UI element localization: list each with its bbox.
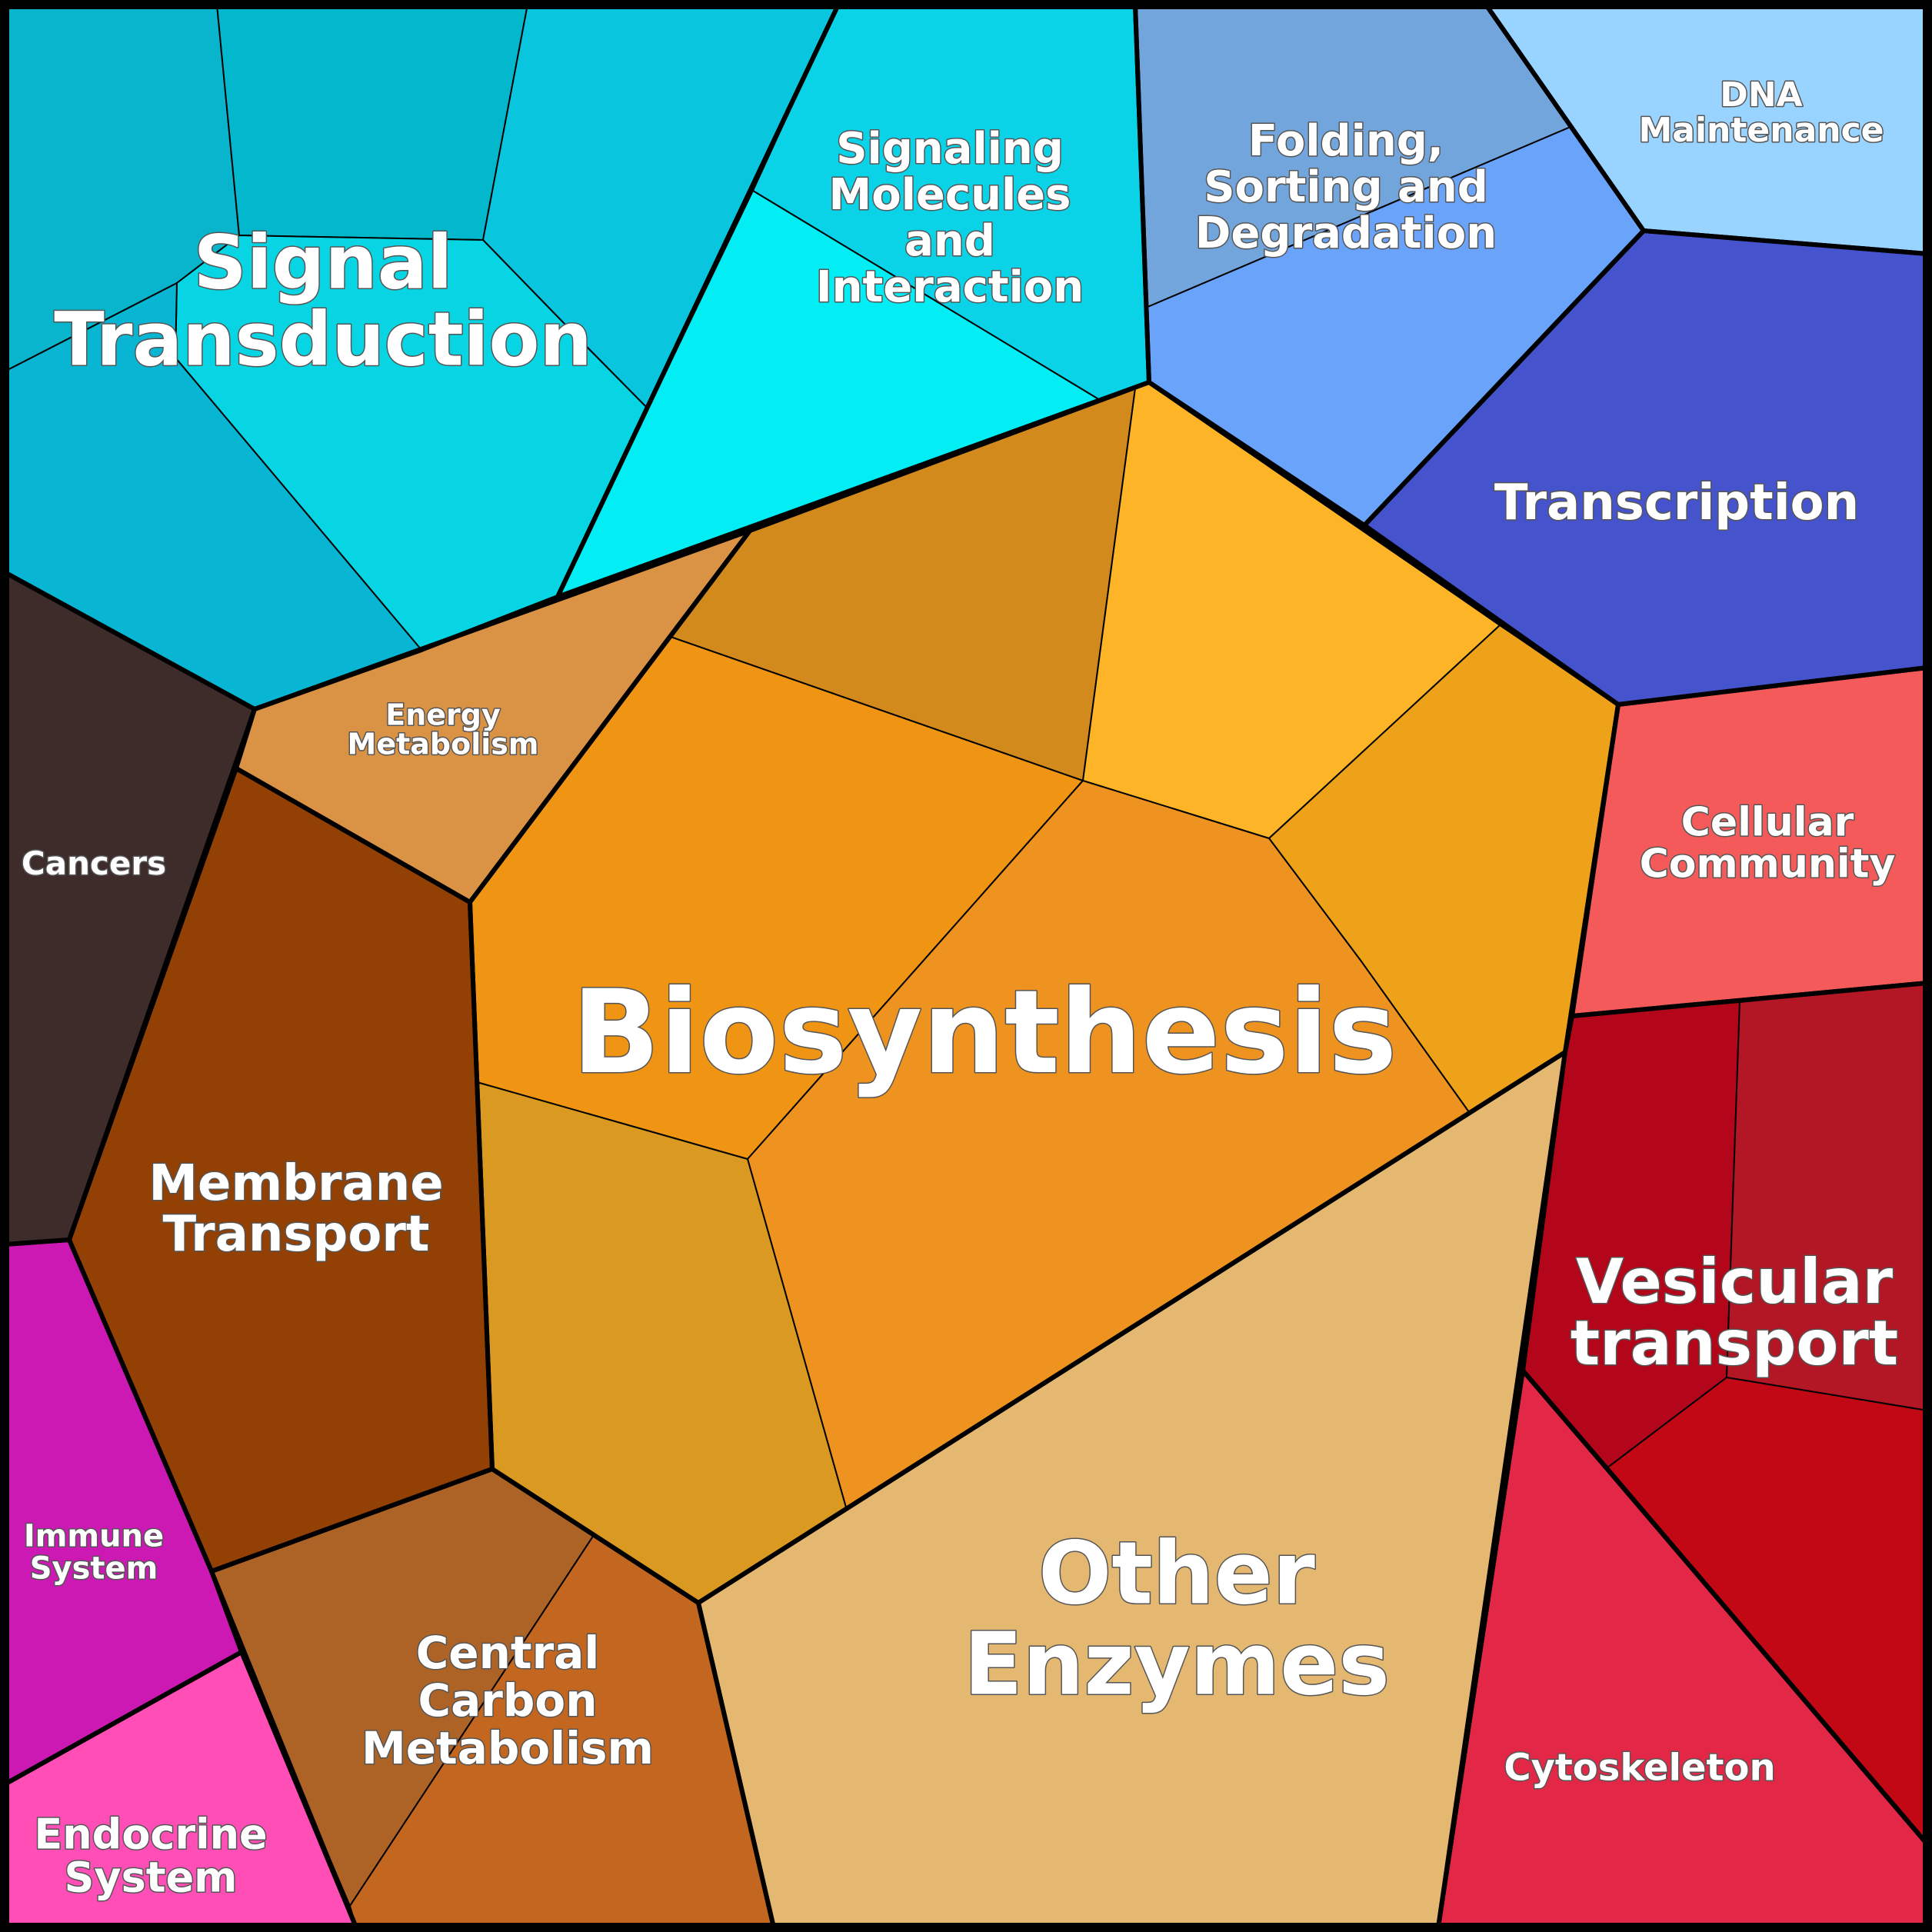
endocrine-system-label-line-1: Endocrine	[34, 1810, 267, 1858]
cancers-label: Cancers	[22, 844, 166, 882]
vesicular-transport-label-line-1: Vesicular	[1576, 1246, 1894, 1317]
signal-transduction-label-line-2: Transduction	[54, 297, 592, 383]
transcription-label-line-1: Transcription	[1494, 475, 1859, 531]
vesicular-transport-label-line-2: transport	[1571, 1307, 1898, 1379]
signaling-molecules-label-line-4: Interaction	[816, 262, 1084, 312]
signaling-molecules-label-line-3: and	[904, 216, 995, 266]
biosynthesis-label-line-1: Biosynthesis	[572, 966, 1397, 1100]
other-enzymes-label-line-2: Enzymes	[964, 1614, 1390, 1714]
cells-layer	[4, 4, 1928, 1928]
cellular-community-label-line-2: Community	[1640, 841, 1896, 888]
central-carbon-label-line-3: Metabolism	[361, 1722, 654, 1774]
cellular-community-label-line-1: Cellular	[1681, 800, 1854, 846]
folding-label-line-1: Folding,	[1248, 116, 1444, 166]
endocrine-system-label-line-2: System	[65, 1853, 238, 1901]
central-carbon-label-line-1: Central	[416, 1627, 600, 1679]
immune-system-label-line-1: Immune	[24, 1518, 164, 1554]
other-enzymes-label-line-1: Other	[1038, 1524, 1315, 1624]
cytoskeleton-label-line-1: Cytoskeleton	[1504, 1746, 1775, 1789]
biosynthesis-label: Biosynthesis	[572, 966, 1397, 1100]
cancers-label-line-1: Cancers	[22, 844, 166, 882]
folding-label-line-3: Degradation	[1195, 208, 1497, 258]
transcription-label: Transcription	[1494, 475, 1859, 531]
membrane-transport-label-line-1: Membrane	[148, 1155, 443, 1212]
immune-system-label-line-2: System	[30, 1551, 158, 1586]
signaling-molecules-label-line-2: Molecules	[829, 170, 1071, 220]
energy-metabolism-label-line-1: Energy	[385, 698, 501, 732]
folding-label-line-2: Sorting and	[1204, 162, 1488, 212]
cytoskeleton-label: Cytoskeleton	[1504, 1746, 1775, 1789]
signaling-molecules-label-line-1: Signaling	[836, 124, 1064, 174]
dna-maintenance-label-line-1: DNA	[1720, 75, 1802, 115]
membrane-transport-label-line-2: Transport	[163, 1206, 430, 1263]
energy-metabolism-label-line-2: Metabolism	[348, 728, 539, 761]
dna-maintenance-label-line-2: Maintenance	[1638, 111, 1884, 150]
signal-transduction-label-line-1: Signal	[194, 220, 453, 306]
signal-transduction-cell-2	[215, 4, 529, 242]
central-carbon-label-line-2: Carbon	[418, 1674, 598, 1727]
